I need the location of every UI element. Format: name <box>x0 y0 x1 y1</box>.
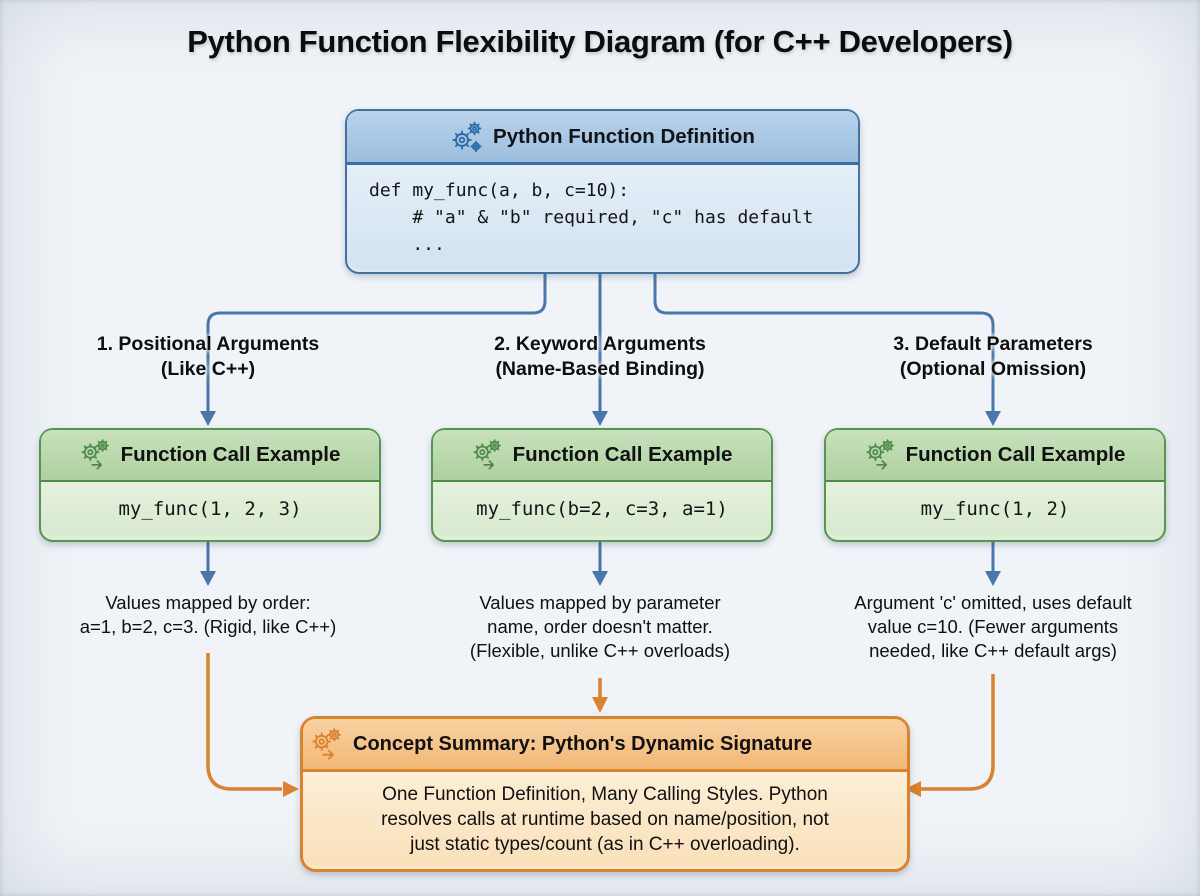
branch-1-label-line1: 1. Positional Arguments <box>96 333 320 355</box>
branch-2-label: 2. Keyword Arguments (Name-Based Binding… <box>420 332 780 382</box>
gears-arrow-icon <box>865 439 897 471</box>
call-example-2-title: Function Call Example <box>512 443 733 466</box>
gears-arrow-icon <box>472 439 504 471</box>
function-definition-header: Python Function Definition <box>347 111 858 165</box>
concept-summary-body: One Function Definition, Many Calling St… <box>303 772 907 866</box>
description-line: needed, like C++ default args) <box>869 640 1117 661</box>
description-line: name, order doesn't matter. <box>487 616 713 637</box>
call-example-3-header: Function Call Example <box>826 430 1164 482</box>
call-example-1-code: my_func(1, 2, 3) <box>41 482 379 536</box>
description-line: value c=10. (Fewer arguments <box>867 616 1119 637</box>
description-line: Values mapped by order: <box>105 592 311 613</box>
branch-3-description: Argument 'c' omitted, uses default value… <box>807 591 1179 663</box>
arrowhead-icon <box>200 571 216 586</box>
arrowhead-icon <box>592 571 608 586</box>
branch-1-description: Values mapped by order: a=1, b=2, c=3. (… <box>22 591 394 639</box>
branch-2-label-line1: 2. Keyword Arguments <box>494 333 706 355</box>
code-line: my_func(1, 2, 3) <box>118 498 302 520</box>
branch-3-label-line2: (Optional Omission) <box>899 358 1087 380</box>
code-line: my_func(b=2, c=3, a=1) <box>476 498 728 520</box>
arrowhead-icon <box>200 411 216 426</box>
description-line: (Flexible, unlike C++ overloads) <box>469 640 731 661</box>
arrowhead-icon <box>592 697 608 713</box>
gears-arrow-icon <box>80 439 112 471</box>
call-example-1-header: Function Call Example <box>41 430 379 482</box>
call-example-3-title: Function Call Example <box>905 443 1126 466</box>
summary-line: just static types/count (as in C++ overl… <box>410 833 800 855</box>
arrowhead-icon <box>592 411 608 426</box>
branch-3-label-line1: 3. Default Parameters <box>893 333 1093 355</box>
summary-line: resolves calls at runtime based on name/… <box>381 808 829 830</box>
diagram-title: Python Function Flexibility Diagram (for… <box>187 24 1013 59</box>
summary-left-connector <box>206 653 282 791</box>
description-line: a=1, b=2, c=3. (Rigid, like C++) <box>79 616 337 637</box>
concept-summary-header: Concept Summary: Python's Dynamic Signat… <box>303 719 907 772</box>
summary-right-connector <box>921 674 995 791</box>
code-line: ... <box>369 233 445 255</box>
call-example-box-2: Function Call Example my_func(b=2, c=3, … <box>431 428 773 542</box>
call-example-3-code: my_func(1, 2) <box>826 482 1164 536</box>
description-line: Argument 'c' omitted, uses default <box>854 592 1132 613</box>
branch-2-description: Values mapped by parameter name, order d… <box>414 591 786 663</box>
arrowhead-icon <box>985 411 1001 426</box>
gears-arrow-icon <box>311 728 344 761</box>
function-definition-title: Python Function Definition <box>493 124 755 148</box>
call-example-1-title: Function Call Example <box>120 443 341 466</box>
concept-summary-title: Concept Summary: Python's Dynamic Signat… <box>353 732 813 755</box>
call-example-box-1: Function Call Example my_func(1, 2, 3) <box>39 428 381 542</box>
code-line: my_func(1, 2) <box>920 498 1070 520</box>
branch-2-label-line2: (Name-Based Binding) <box>495 358 705 380</box>
description-line: Values mapped by parameter <box>479 592 721 613</box>
branch-1-label: 1. Positional Arguments (Like C++) <box>28 332 388 382</box>
summary-line: One Function Definition, Many Calling St… <box>382 783 828 805</box>
function-definition-code: def my_func(a, b, c=10): # "a" & "b" req… <box>347 165 858 269</box>
arrowhead-icon <box>985 571 1001 586</box>
branch-1-label-line2: (Like C++) <box>160 358 256 380</box>
concept-summary-box: Concept Summary: Python's Dynamic Signat… <box>300 716 910 872</box>
code-line: # "a" & "b" required, "c" has default <box>369 206 814 228</box>
call-example-box-3: Function Call Example my_func(1, 2) <box>824 428 1166 542</box>
call-example-2-header: Function Call Example <box>433 430 771 482</box>
call-example-2-code: my_func(b=2, c=3, a=1) <box>433 482 771 536</box>
gears-icon <box>450 120 484 154</box>
function-definition-box: Python Function Definition def my_func(a… <box>345 109 860 274</box>
branch-3-label: 3. Default Parameters (Optional Omission… <box>813 332 1173 382</box>
arrowhead-icon <box>283 781 299 797</box>
code-line: def my_func(a, b, c=10): <box>369 179 630 201</box>
